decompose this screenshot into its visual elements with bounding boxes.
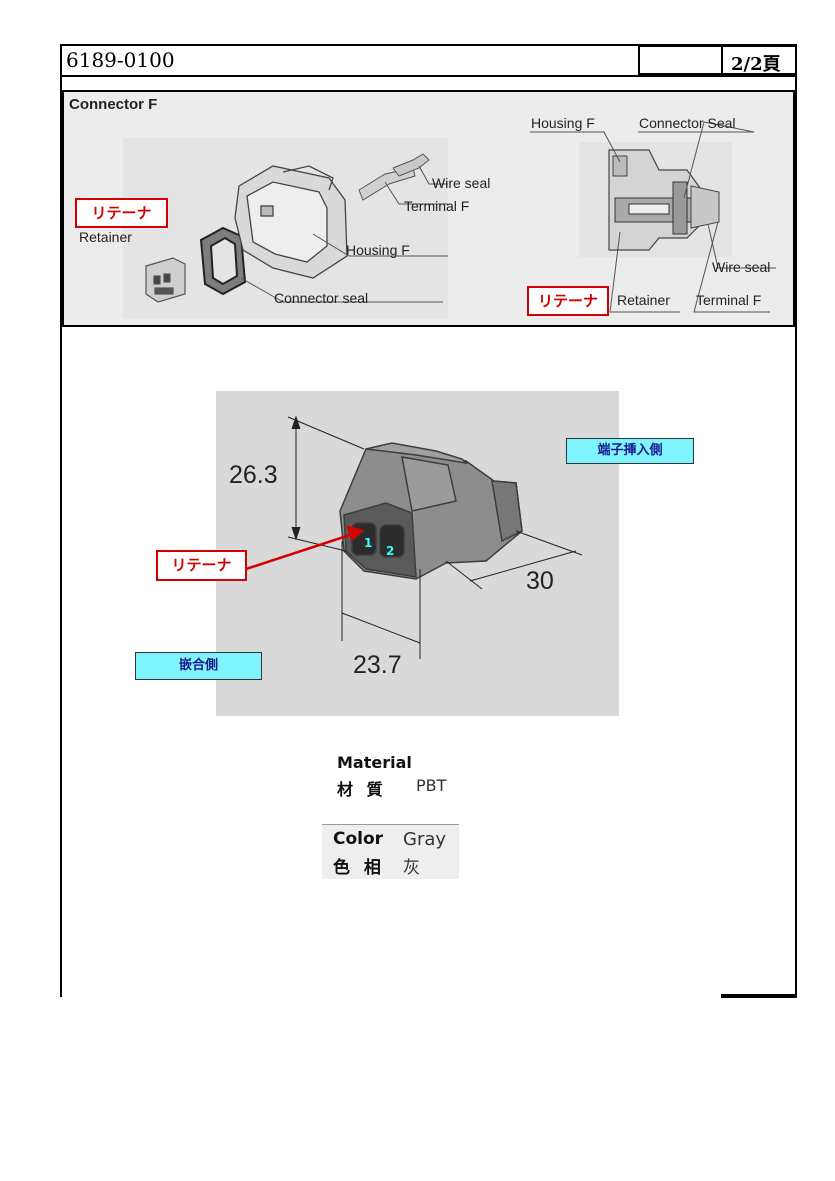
header-cell-blank [638,45,723,75]
main-connector-photo [216,391,619,716]
right-label-wire-seal: Wire seal [712,259,771,275]
cross-section-leaders [530,121,776,313]
right-label-housing: Housing F [531,115,595,131]
left-label-wire-seal: Wire seal [432,175,491,191]
terminal-part [358,167,416,201]
dimension-height: 26.3 [229,461,278,489]
main-connector-illustration [245,415,583,659]
color-label: Color [333,829,384,849]
housing-part [234,165,348,279]
material-label-jp: 材 質 [337,780,387,799]
terminal-insertion-side-badge: 端子挿入側 [566,438,694,464]
frame-left [60,44,62,997]
color-value: Gray [403,829,447,850]
main-retainer-jp-badge: リテーナ [156,550,247,581]
left-label-housing: Housing F [346,242,410,258]
dimension-width: 23.7 [353,651,402,679]
frame-bottom-right-mark [721,994,797,998]
right-label-connector-seal: Connector Seal [639,115,736,131]
panel-title: Connector F [69,96,158,113]
retainer-part [145,257,186,303]
cross-section-photo [579,142,732,257]
left-retainer-jp-badge: リテーナ [75,198,168,228]
header-cell-page [721,45,797,75]
frame-top [60,44,797,46]
exploded-view-photo [123,138,499,319]
exploded-view-illustration [145,153,499,303]
right-label-retainer: Retainer [617,292,670,308]
right-retainer-jp-badge: リテーナ [527,286,609,316]
color-label-jp: 色 相 [333,858,385,878]
connector-body [339,442,523,580]
mating-side-badge: 嵌合側 [135,652,262,680]
pin-label-2: 2 [386,544,395,558]
page-number: 2/2頁 [731,54,781,75]
material-label: Material [337,753,412,772]
part-number: 6189-0100 [66,48,175,72]
frame-right [795,44,797,997]
material-value: PBT [416,776,447,795]
left-label-terminal: Terminal F [404,198,470,214]
pin-label-1: 1 [364,536,373,550]
left-label-retainer: Retainer [79,229,132,245]
retainer-arrow [245,525,365,571]
dimension-depth: 30 [526,567,554,595]
left-label-connector-seal: Connector seal [274,290,369,306]
right-label-terminal: Terminal F [696,292,762,308]
cross-section-illustration [608,149,720,251]
frame-header-bottom [60,75,797,77]
color-value-jp: 灰 [403,858,420,878]
connector-seal-part [199,226,247,296]
connector-f-panel: Connector F [62,90,795,327]
wire-seal-part [392,153,430,177]
color-spec-box [322,824,459,879]
